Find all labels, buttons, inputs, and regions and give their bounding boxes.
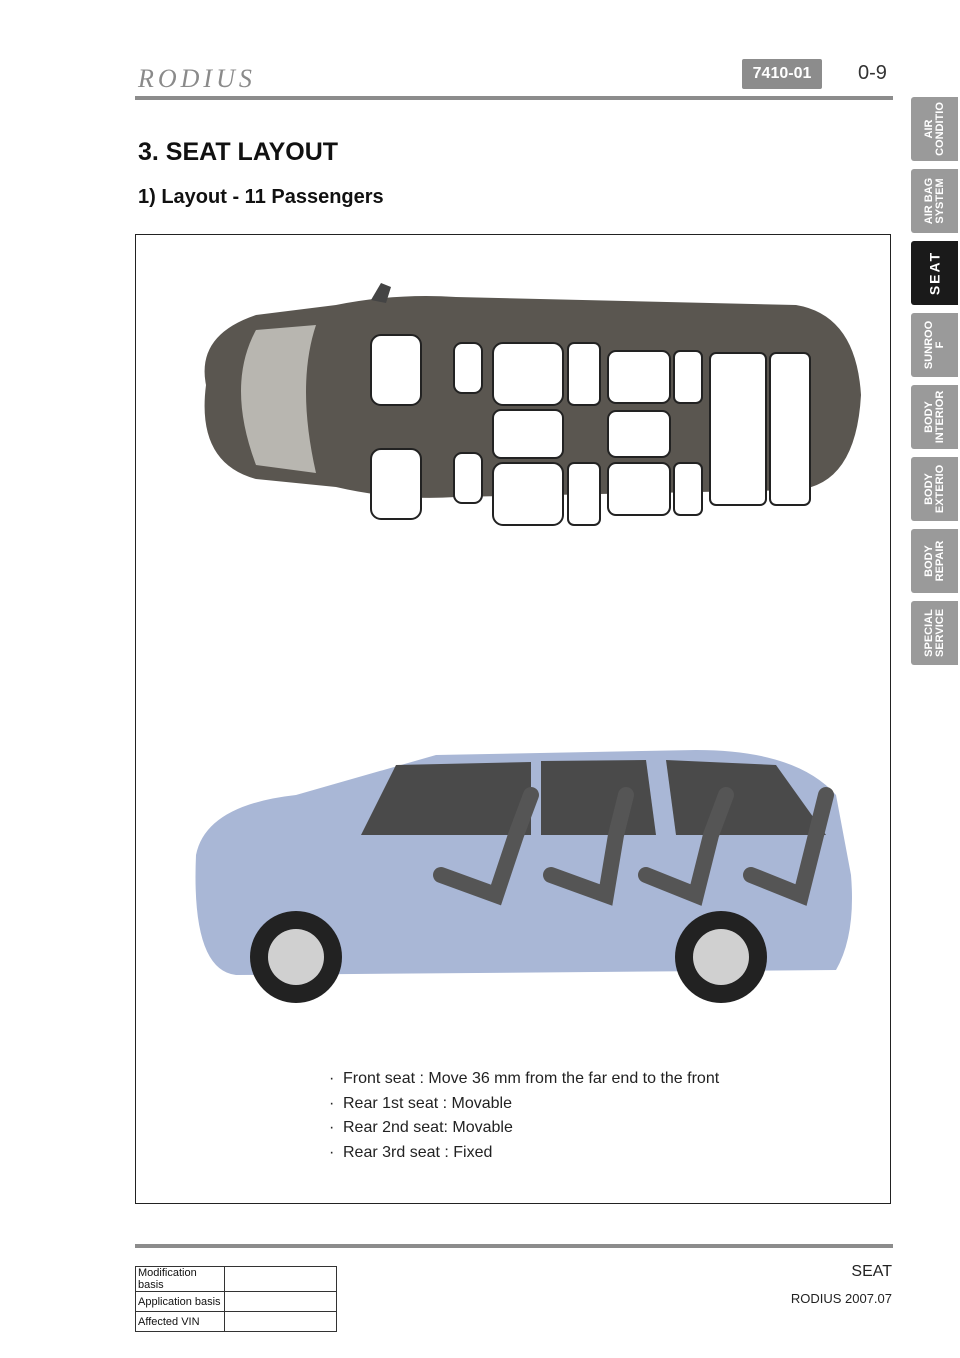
sub-title: 1) Layout - 11 Passengers (138, 186, 384, 208)
bullet-dot: · (329, 1094, 335, 1112)
tab-label: BODY REPAIR (922, 540, 946, 582)
note-rear-1st-seat: Rear 1st seat : Movable (343, 1094, 512, 1112)
bullet-dot: · (329, 1119, 335, 1136)
tab-label: SEAT (926, 250, 942, 296)
seat-notes-list: · Front seat : Move 36 mm from the far en… (329, 1070, 719, 1168)
tab-label: BODY INTERIOR (922, 390, 946, 444)
basis-value (224, 1291, 337, 1312)
tab-label: BODY EXTERIO (922, 464, 946, 514)
van-top-view (204, 283, 862, 526)
basis-value (224, 1311, 337, 1332)
basis-label: Application basis (135, 1291, 225, 1312)
tab-seat[interactable]: SEAT (911, 241, 958, 305)
tab-special-service[interactable]: SPECIAL SERVICE (911, 601, 958, 665)
page-number: 0-9 (858, 62, 887, 84)
note-item: · Front seat : Move 36 mm from the far en… (329, 1070, 719, 1095)
footer-model-date: RODIUS 2007.07 (790, 1291, 892, 1306)
note-rear-3rd-seat: Rear 3rd seat : Fixed (343, 1143, 493, 1161)
table-row: Modification basis (135, 1266, 337, 1292)
van-side-view (195, 750, 852, 1003)
bullet-dot: · (329, 1070, 335, 1087)
tab-label: SUNROO F (922, 320, 946, 370)
tab-air-bag-system[interactable]: AIR BAG SYSTEM (911, 169, 958, 233)
note-rear-2nd-seat: Rear 2nd seat: Movable (343, 1119, 513, 1136)
tab-sunroof[interactable]: SUNROO F (911, 313, 958, 377)
note-front-seat: Front seat : Move 36 mm from the far end… (343, 1070, 720, 1087)
seat-layout-illustration (195, 283, 862, 1003)
tab-body-repair[interactable]: BODY REPAIR (911, 529, 958, 593)
tab-body-exterior[interactable]: BODY EXTERIO (911, 457, 958, 521)
basis-table: Modification basis Application basis Aff… (135, 1266, 337, 1332)
tab-label: AIR BAG SYSTEM (922, 177, 946, 225)
table-row: Application basis (135, 1291, 337, 1312)
header-divider (135, 96, 893, 100)
chapter-tabs: AIR CONDITIO AIR BAG SYSTEM SEAT SUNROO … (911, 97, 960, 673)
basis-label: Modification basis (135, 1266, 225, 1292)
tab-label: SPECIAL SERVICE (922, 608, 946, 658)
table-row: Affected VIN (135, 1311, 337, 1332)
rodius-logo: RODIUS (138, 64, 256, 93)
note-item: · Rear 3rd seat : Fixed (329, 1144, 719, 1169)
footer-section-name: SEAT (851, 1263, 892, 1280)
basis-value (224, 1266, 337, 1292)
tab-air-conditioning[interactable]: AIR CONDITIO (911, 97, 958, 161)
section-code-badge: 7410-01 (742, 59, 822, 89)
note-item: · Rear 2nd seat: Movable (329, 1119, 719, 1144)
basis-label: Affected VIN (135, 1311, 225, 1332)
note-item: · Rear 1st seat : Movable (329, 1095, 719, 1120)
bullet-dot: · (329, 1143, 335, 1161)
footer-divider (135, 1244, 893, 1248)
section-title: 3. SEAT LAYOUT (138, 138, 339, 166)
seat-layout-figure: · Front seat : Move 36 mm from the far en… (135, 234, 891, 1204)
tab-label: AIR CONDITIO (922, 102, 946, 156)
tab-body-interior[interactable]: BODY INTERIOR (911, 385, 958, 449)
